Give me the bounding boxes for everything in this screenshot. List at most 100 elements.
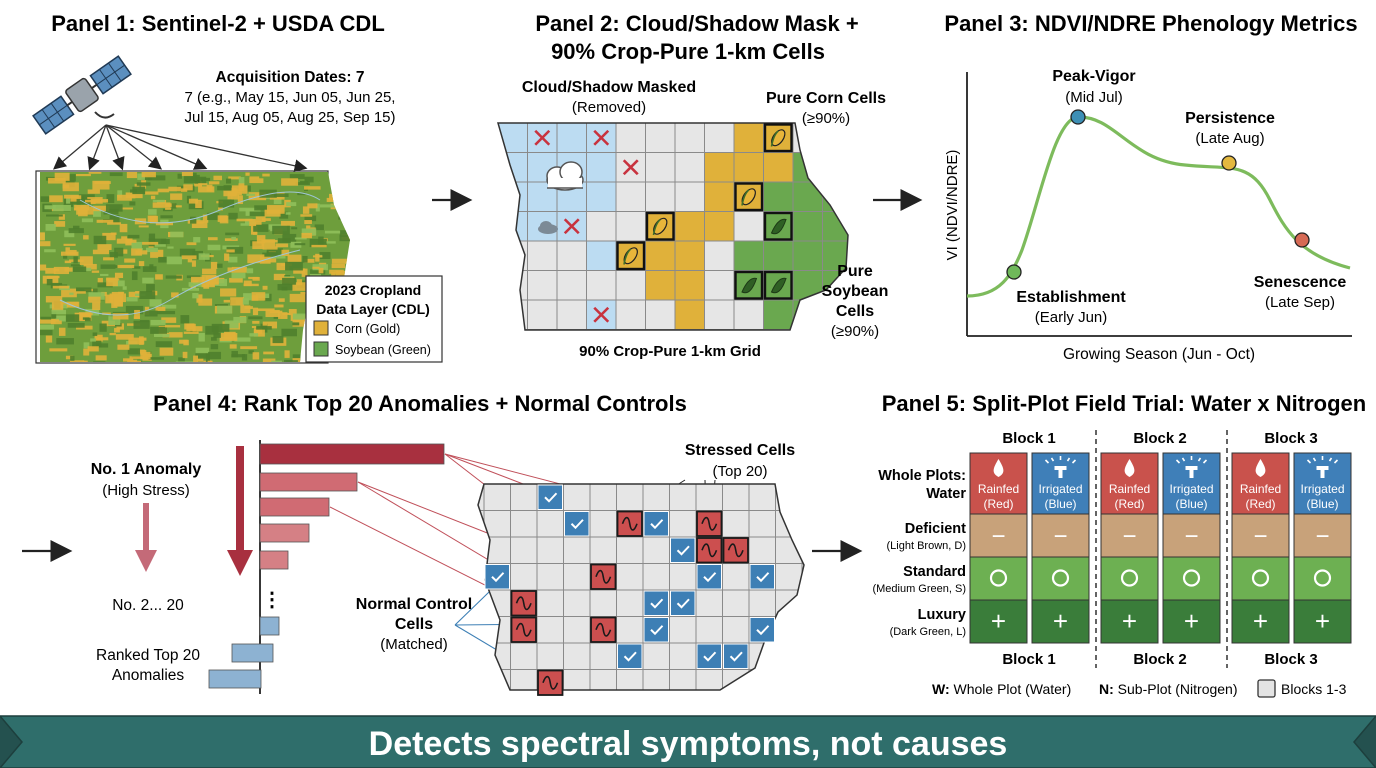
irrigated-label: Irrigated	[1038, 482, 1082, 496]
pure-soy-label-2: Soybean	[822, 283, 889, 300]
corn-cob-icon	[763, 123, 793, 153]
stressed-cell	[590, 563, 617, 590]
wave-icon	[542, 675, 559, 690]
whole-plots-label-2: Water	[926, 486, 966, 502]
deficient-subplot	[1293, 513, 1352, 558]
legend-sub-plot: N: Sub-Plot (Nitrogen)	[1099, 681, 1238, 697]
standard-sub: (Medium Green, S)	[872, 583, 966, 595]
acquisition-dates-line1: 7 (e.g., May 15, Jun 05, Jun 25,	[185, 89, 396, 106]
rainfed-sub: (Red)	[983, 497, 1013, 511]
normal-control-cell	[723, 643, 749, 669]
cdl-legend: 2023 Cropland Data Layer (CDL) Corn (Gol…	[305, 275, 443, 363]
pure-corn-label-2: (≥90%)	[802, 110, 850, 127]
check-icon	[491, 572, 505, 583]
stressed-cells-label: Stressed Cells	[685, 442, 795, 459]
normal-control-cell	[670, 590, 696, 616]
rank-bar	[259, 523, 310, 543]
peak-vigor-sub: (Mid Jul)	[1065, 89, 1123, 106]
persistence-label: Persistence	[1185, 110, 1275, 127]
wave-icon	[595, 622, 612, 637]
stressed-cell	[696, 537, 723, 564]
rank-ellipsis: ⋮	[262, 589, 282, 611]
normal-control-cell	[696, 564, 722, 590]
standard-subplot	[969, 556, 1028, 601]
masked-label-2: (Removed)	[572, 99, 646, 116]
rainfed-label: Rainfed	[978, 482, 1019, 496]
plus-icon: +	[1184, 606, 1199, 636]
check-icon	[650, 625, 664, 636]
panel3-title: Panel 3: NDVI/NDRE Phenology Metrics	[944, 11, 1357, 36]
rainfed-label: Rainfed	[1109, 482, 1150, 496]
soybean-pod-icon	[763, 270, 793, 300]
luxury-sub: (Dark Green, L)	[890, 626, 966, 638]
pure-soy-label-3: Cells	[836, 303, 874, 320]
pure-corn-label-1: Pure Corn Cells	[766, 90, 886, 107]
rank-bar	[208, 669, 262, 689]
wave-icon	[621, 516, 638, 531]
no1-anomaly-label: No. 1 Anomaly	[91, 461, 202, 478]
luxury-subplot	[969, 599, 1028, 644]
plus-icon: +	[1315, 606, 1330, 636]
luxury-subplot	[1162, 599, 1221, 644]
luxury-subplot	[1100, 599, 1159, 644]
stressed-cell	[722, 537, 749, 564]
rank-bar	[259, 497, 330, 517]
block-header-bottom: Block 2	[1133, 651, 1186, 668]
cloud-icon	[538, 161, 584, 234]
normal-leader-line	[454, 623, 505, 626]
standard-subplot	[1031, 556, 1090, 601]
soybean-pod-icon	[763, 211, 793, 241]
persistence-sub: (Late Aug)	[1195, 130, 1264, 147]
stressed-cell	[590, 616, 617, 643]
wave-icon	[515, 622, 532, 637]
stressed-cell	[696, 510, 723, 537]
circle-icon	[1251, 569, 1270, 587]
standard-subplot	[1162, 556, 1221, 601]
luxury-subplot	[1031, 599, 1090, 644]
minus-icon: −	[1315, 523, 1329, 550]
rank-down-arrow-small	[135, 503, 157, 572]
soybean-pod-icon	[734, 270, 764, 300]
bottom-banner: Detects spectral symptoms, not causes	[0, 715, 1376, 768]
no1-anomaly-sub: (High Stress)	[102, 482, 190, 499]
check-icon	[703, 651, 717, 662]
sprinkler-head	[1185, 466, 1198, 470]
check-icon	[756, 625, 770, 636]
wave-icon	[701, 543, 718, 558]
stressed-cells-sub: (Top 20)	[712, 463, 767, 480]
satellite-icon	[32, 55, 132, 135]
irrigated-sub: (Blue)	[1175, 497, 1207, 511]
normal-control-cell	[537, 484, 563, 510]
minus-icon: −	[1184, 523, 1198, 550]
panel4-title: Panel 4: Rank Top 20 Anomalies + Normal …	[153, 391, 687, 416]
circle-icon	[1313, 569, 1332, 587]
wave-icon	[701, 516, 718, 531]
block-header-bottom: Block 1	[1002, 651, 1055, 668]
rank-bar	[259, 472, 358, 492]
minus-icon: −	[1122, 523, 1136, 550]
phenology-ylabel: VI (NDVI/NDRE)	[944, 150, 961, 261]
masked-cell-x-icon	[622, 159, 639, 176]
normal-control-cell	[617, 643, 643, 669]
standard-label: Standard	[903, 564, 966, 580]
phenology-axes	[966, 72, 1352, 337]
stressed-cell	[537, 669, 564, 696]
establishment-sub: (Early Jun)	[1035, 309, 1108, 326]
whole-plots-label-1: Whole Plots:	[878, 468, 966, 484]
sprinkler-icon	[1320, 469, 1325, 478]
check-icon	[756, 572, 770, 583]
ranked-top20-label-2: Anomalies	[112, 667, 185, 684]
legend-w-key: W:	[932, 681, 950, 697]
block-header-top: Block 1	[1002, 430, 1055, 447]
phenology-xlabel: Growing Season (Jun - Oct)	[1063, 346, 1255, 363]
soybean-swatch	[313, 341, 329, 357]
normal-control-label-2: Cells	[395, 616, 433, 633]
luxury-label: Luxury	[918, 607, 966, 623]
rank-bar	[259, 550, 289, 570]
irrigated-plot	[1162, 452, 1221, 515]
irrigated-plot	[1031, 452, 1090, 515]
block-header-top: Block 2	[1133, 430, 1186, 447]
normal-control-cell	[643, 511, 669, 537]
deficient-sub: (Light Brown, D)	[887, 540, 966, 552]
